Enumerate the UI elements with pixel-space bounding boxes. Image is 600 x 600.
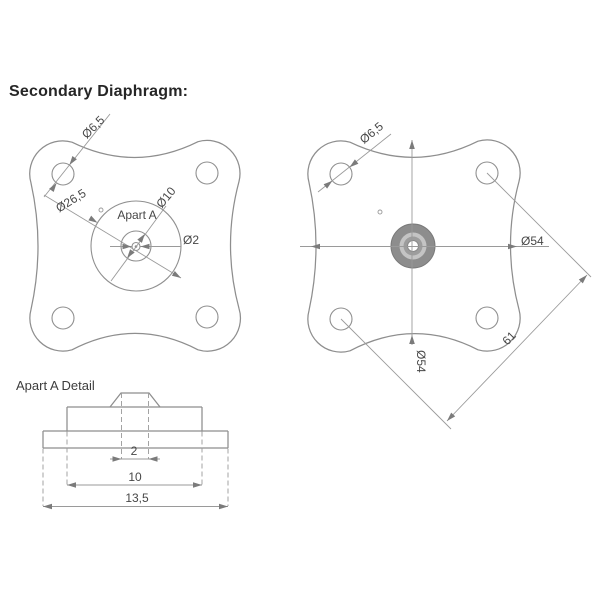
top-view: Ø6,5 Ø54 Ø54 61 <box>300 119 592 430</box>
arrowhead <box>578 275 587 284</box>
arrowhead <box>409 140 415 149</box>
arrowhead <box>67 482 76 488</box>
arrowhead <box>69 156 77 165</box>
arrowhead <box>323 180 333 189</box>
arrowhead <box>219 503 228 510</box>
arrowhead <box>311 243 320 250</box>
arrowhead <box>137 233 145 243</box>
bolt-hole-br <box>475 306 499 330</box>
bolt-hole-bl <box>329 307 353 331</box>
plate-outline <box>307 139 521 353</box>
boss-tip-profile <box>109 392 161 408</box>
pilot-dim-label: 2 <box>131 444 138 458</box>
pinhole <box>98 207 104 213</box>
arrowhead <box>49 183 57 192</box>
diaphragm-inner-circle <box>90 200 182 292</box>
arrowhead <box>193 482 202 488</box>
bolt-hole-tl <box>329 162 353 186</box>
pinhole <box>377 209 383 215</box>
bolt-hole-dia-label: Ø6,5 <box>357 119 386 146</box>
bolt-hole-bl <box>51 306 75 330</box>
arrowhead <box>508 243 517 250</box>
inner-dia-label: Ø26,5 <box>53 186 88 215</box>
dim-bolt-hole-leader <box>43 113 111 198</box>
detail-ref-label: Apart A <box>117 208 156 222</box>
arrowhead <box>127 249 135 259</box>
pilot-dia-label: Ø2 <box>183 233 199 247</box>
arrowhead <box>409 335 415 344</box>
arrowhead <box>88 215 98 223</box>
arrowhead <box>171 271 181 278</box>
arrowhead <box>43 503 52 510</box>
arrowhead <box>447 412 456 421</box>
dim-diagonal-line <box>446 274 588 422</box>
front-view: Ø6,5 Ø26,5 Ø10 Apart A Ø2 <box>29 113 242 352</box>
bolt-hole-br <box>195 305 219 329</box>
detail-title: Apart A Detail <box>16 378 95 393</box>
outer-dia-h-label: Ø54 <box>521 234 544 248</box>
arrowhead <box>122 243 132 250</box>
page-title: Secondary Diaphragm: <box>9 83 189 100</box>
plate-outline <box>29 139 242 352</box>
boss-circle <box>120 230 152 262</box>
bolt-hole-tr <box>195 161 219 185</box>
boss-bore <box>407 240 419 252</box>
outer-dia-v-label: Ø54 <box>414 350 428 373</box>
extension-line-tr <box>486 172 592 278</box>
dim-boss-dia-line <box>110 205 167 282</box>
bolt-diagonal-label: 61 <box>499 328 519 348</box>
extension-line-bl <box>340 318 452 430</box>
detail-view: Apart A Detail <box>16 378 229 510</box>
arrowhead <box>148 456 158 462</box>
arrowhead <box>349 159 359 168</box>
overall-dim-label: 13,5 <box>125 491 149 505</box>
boss-dim-label: 10 <box>128 470 142 484</box>
dim-inner-dia-line <box>43 194 182 279</box>
arrowhead <box>112 456 122 462</box>
bolt-hole-tl <box>51 162 75 186</box>
arrowhead <box>140 243 150 250</box>
bolt-hole-dia-label: Ø6,5 <box>79 113 108 142</box>
bolt-hole-tr <box>475 161 499 185</box>
